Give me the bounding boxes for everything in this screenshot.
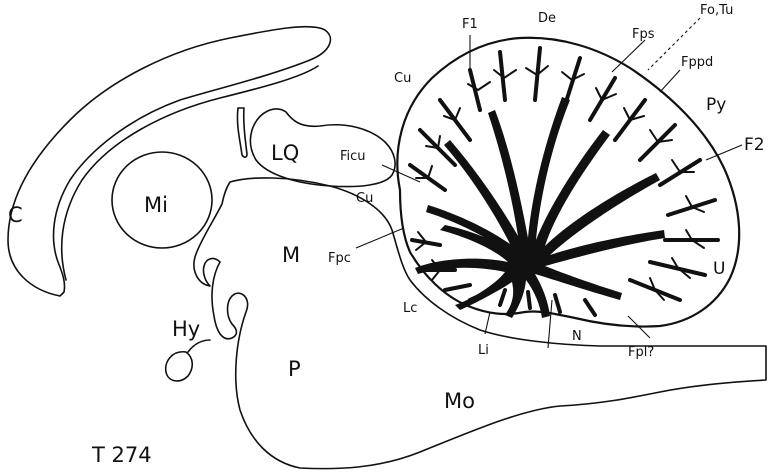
label-mi: Mi (144, 193, 168, 217)
label-f1: F1 (462, 17, 478, 32)
label-lc: Lc (403, 301, 417, 316)
label-cu-lower: Cu (356, 191, 373, 206)
cerebrum-inner-contour (62, 66, 318, 280)
specimen-id: T 274 (91, 443, 152, 467)
label-fo-tu: Fo,Tu (700, 3, 733, 18)
label-lq: LQ (271, 141, 299, 165)
label-cu-upper: Cu (394, 71, 411, 86)
leader-li (485, 312, 490, 334)
label-u: U (713, 259, 725, 279)
leader-fppd (660, 70, 680, 92)
label-de: De (538, 11, 556, 26)
cerebellum (397, 38, 739, 327)
label-c: C (8, 203, 23, 227)
label-fps: Fps (632, 27, 655, 42)
label-mo: Mo (444, 389, 475, 413)
hypophysis-stalk (188, 340, 210, 352)
label-li: Li (478, 343, 489, 358)
label-m: M (282, 243, 300, 267)
label-p: P (288, 357, 301, 381)
label-hy: Hy (172, 317, 200, 341)
label-ficu: Ficu (340, 149, 366, 164)
label-n: N (572, 329, 582, 344)
label-fpl: Fpl? (628, 345, 654, 360)
label-fppd: Fppd (681, 55, 713, 70)
label-f2: F2 (744, 135, 765, 155)
habenula-outline (237, 108, 247, 157)
label-py: Py (706, 95, 726, 115)
label-fpc: Fpc (328, 251, 351, 266)
hypophysis-outline (166, 352, 193, 381)
